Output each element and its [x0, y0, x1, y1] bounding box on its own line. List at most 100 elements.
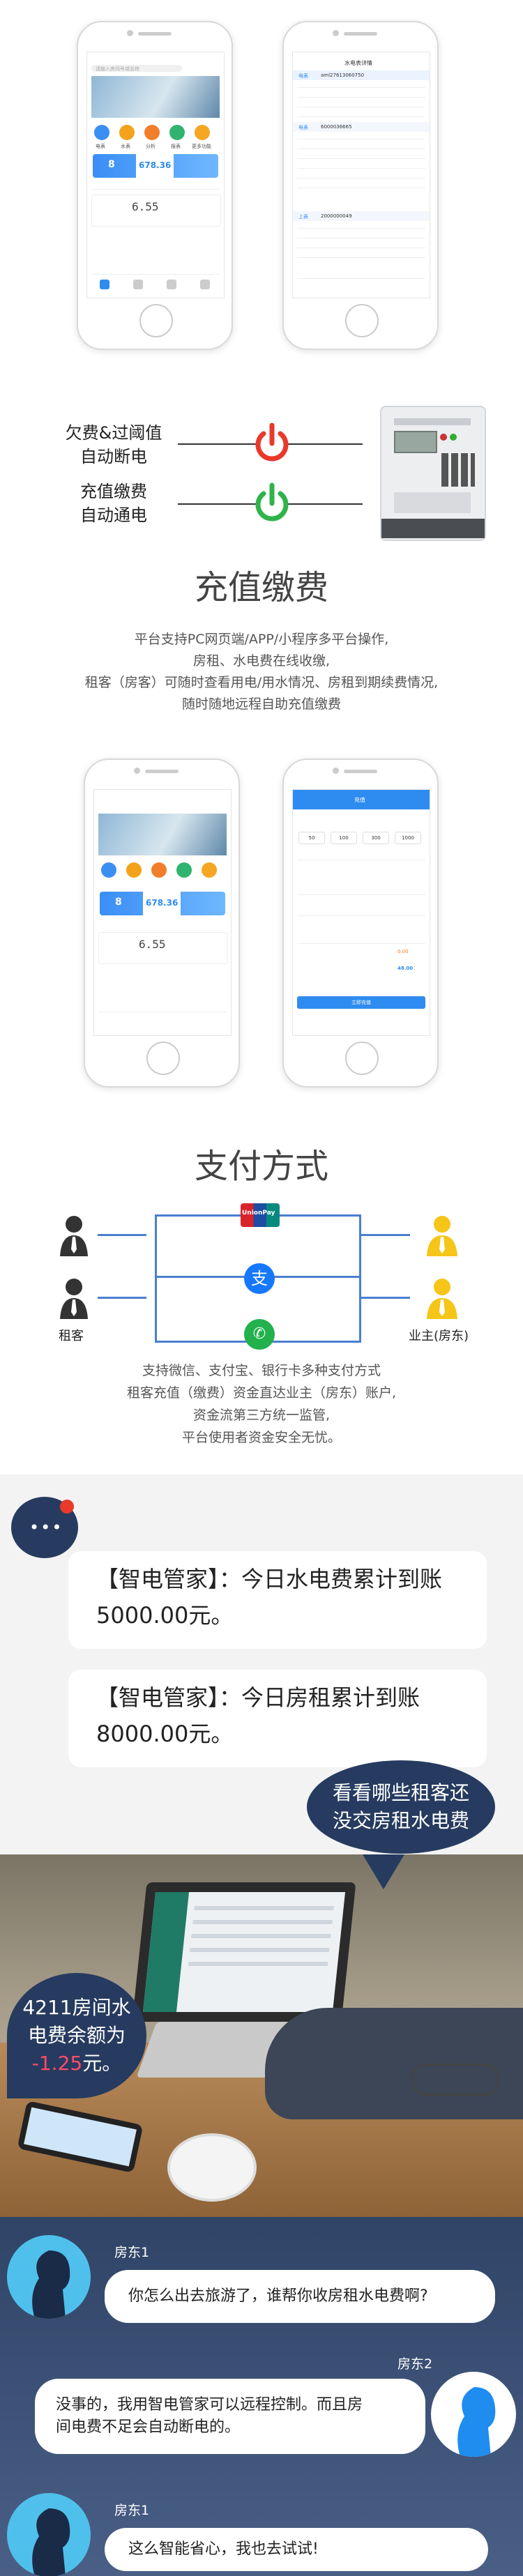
amount-option[interactable]: 100 [331, 832, 357, 844]
icon-label: 更多功能 [192, 144, 211, 149]
phone-right-recharge: 充值 50 100 300 1000 0.00 48.00 立即充值 [282, 759, 439, 1088]
banner-image [98, 814, 227, 855]
callout-right: 看看哪些租客还 没交房租水电费 [307, 1760, 495, 1854]
notification-dot [60, 1500, 74, 1514]
landlord2-avatar [431, 2372, 516, 2457]
tenant-icon [60, 1216, 88, 1256]
phone-screen: 请输入房间号或名称 电表 水表 分析 报表 更多功能 8 678.36 6.55 [86, 52, 225, 298]
recharge-line: 平台支持PC网页端/APP/小程序多平台操作, [134, 632, 389, 647]
speaker-name: 房东2 [397, 2356, 433, 2372]
callout-text: 没交房租水电费 [332, 1809, 469, 1832]
home-button [345, 304, 379, 337]
callout-text: 4211房间水 [22, 1996, 131, 2019]
stat-right-value: 678.36 [139, 160, 172, 170]
coffee-cup [167, 2133, 257, 2202]
stat-center-box [136, 154, 174, 178]
recharge-line: 租客（房客）可随时查看用电/用水情况、房租到期续费情况, [84, 675, 439, 690]
phone-right-detail: 水电表详情 电表 aml27613060750 电表 6000036665 上表… [282, 21, 439, 350]
stat-left-value: 8 [115, 897, 122, 908]
stat-right-value: 678.36 [146, 898, 179, 908]
amount-label: 0.00 [397, 949, 409, 954]
meter-card[interactable] [91, 195, 221, 227]
meter-icon[interactable] [94, 125, 109, 140]
electric-meter-device [380, 406, 486, 541]
notification-text: 【智电管家】：今日房租累计到账 [96, 1684, 420, 1711]
recharge-header-title: 充值 [354, 797, 365, 803]
notification-text: 【智电管家】：今日水电费累计到账 [96, 1566, 443, 1592]
tenant-icon [60, 1279, 88, 1319]
meter-reading: 6.55 [132, 200, 159, 213]
payment-section: 支付方式 租客 业主(房东) UnionPay 支 ✆ 支持微信、支付宝、银行卡… [0, 1129, 523, 1474]
tab-icon[interactable] [200, 280, 210, 289]
phones-mid-section: 8 678.36 6.55 充值 50 100 300 1000 0.00 48… [0, 718, 523, 1129]
tab-icon[interactable] [133, 280, 143, 289]
row-value: aml27613060750 [321, 73, 365, 78]
person-silhouette-icon [32, 2250, 70, 2319]
home-button [139, 304, 173, 337]
search-input[interactable] [91, 65, 182, 72]
screen-title: 水电表详情 [344, 60, 372, 66]
home-button [146, 1042, 180, 1075]
recharge-header [293, 790, 430, 809]
message-text: 这么智能省心，我也去试试! [128, 2540, 319, 2558]
phone-camera [333, 30, 339, 36]
meter-section: 欠费&过阈值 自动断电 充值缴费 自动通电 [0, 376, 523, 565]
row-label: 电表 [298, 73, 308, 79]
notification-card: 【智电管家】：今日房租累计到账 8000.00元。 [68, 1670, 487, 1767]
payment-line: 平台使用者资金安全无忧。 [181, 1430, 341, 1445]
icon-label: 电表 [96, 144, 105, 149]
conversation-section: 房东1 你怎么出去旅游了，谁帮你收房租水电费啊? 房东2 没事的，我用智电管家可… [0, 2217, 523, 2576]
glasses [411, 2064, 499, 2096]
person-silhouette-icon [32, 2508, 70, 2576]
landlord-label: 业主(房东) [409, 1329, 469, 1343]
analysis-icon[interactable] [144, 125, 160, 140]
phone-screen: 充值 50 100 300 1000 0.00 48.00 立即充值 [292, 789, 430, 1036]
phone-left-home: 请输入房间号或名称 电表 水表 分析 报表 更多功能 8 678.36 6.55 [77, 21, 233, 350]
unionpay-icon: UnionPay [241, 1203, 280, 1227]
meter-card[interactable] [98, 932, 228, 964]
report-icon[interactable] [169, 125, 185, 140]
water-icon[interactable] [126, 862, 142, 878]
on-label-line2: 自动通电 [80, 505, 147, 525]
more-icon[interactable] [195, 125, 210, 140]
on-label-line1: 充值缴费 [80, 482, 147, 501]
icon-label: 水表 [121, 144, 130, 149]
more-icon[interactable] [202, 862, 217, 878]
landlord1-avatar [7, 2493, 91, 2576]
message-text: 你怎么出去旅游了，谁帮你收房租水电费啊? [128, 2287, 428, 2305]
meter-icon[interactable] [101, 862, 116, 878]
total-label: 48.00 [397, 966, 414, 971]
stat-left-value: 8 [108, 159, 115, 170]
water-icon[interactable] [119, 125, 135, 140]
report-icon[interactable] [176, 862, 192, 878]
row-value: 6000036665 [321, 124, 352, 130]
payment-line: 租客充值（缴费）资金直达业主（房东）账户, [126, 1385, 397, 1401]
phone-speaker [138, 32, 172, 36]
pay-button[interactable]: 立即充值 [297, 996, 425, 1009]
callout-right-tail [363, 1854, 404, 1889]
phone-camera [127, 30, 133, 36]
notification-section: ••• 【智电管家】：今日水电费累计到账 5000.00元。 【智电管家】：今日… [0, 1474, 523, 1854]
balance-unit: 元。 [82, 2052, 122, 2075]
message-bubble: 你怎么出去旅游了，谁帮你收房租水电费啊? [105, 2270, 495, 2323]
home-tab-icon[interactable] [100, 280, 109, 289]
off-label-line1: 欠费&过阈值 [65, 423, 162, 443]
amount-option[interactable]: 300 [363, 832, 389, 844]
unionpay-label: UnionPay [242, 1210, 275, 1217]
phone-left-home: 8 678.36 6.55 [84, 759, 240, 1088]
amount-option[interactable]: 50 [298, 832, 325, 844]
row-label: 电表 [298, 125, 308, 130]
tenant-label: 租客 [59, 1329, 84, 1343]
payment-line: 支持微信、支付宝、银行卡多种支付方式 [142, 1363, 381, 1378]
callout-text: 电费余额为 [27, 2024, 126, 2047]
amount-option[interactable]: 1000 [395, 832, 421, 844]
icon-label: 报表 [171, 144, 181, 149]
speaker-name: 房东1 [114, 2245, 150, 2260]
payment-title: 支付方式 [194, 1147, 328, 1186]
recharge-line: 随时随地远程自助充值缴费 [181, 696, 341, 712]
off-label-line2: 自动断电 [80, 447, 147, 466]
phones-top-section: 请输入房间号或名称 电表 水表 分析 报表 更多功能 8 678.36 6.55 [0, 0, 523, 376]
tab-icon[interactable] [167, 280, 176, 289]
callout-text: 看看哪些租客还 [332, 1781, 469, 1804]
analysis-icon[interactable] [151, 862, 167, 878]
